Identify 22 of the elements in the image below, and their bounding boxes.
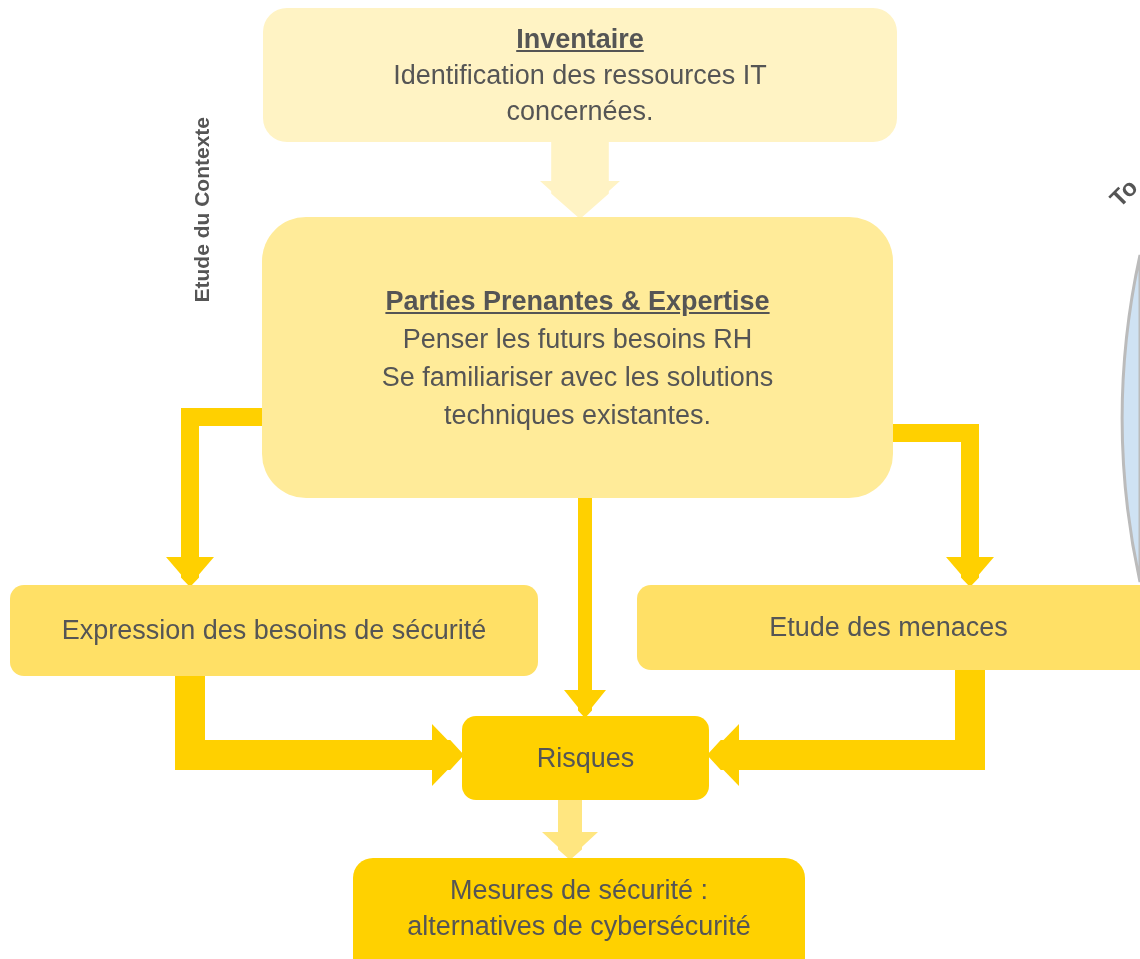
- process-card: [263, 8, 897, 142]
- process-box: [637, 585, 1140, 670]
- process-box: [462, 716, 709, 800]
- process-box: [10, 585, 538, 676]
- arrow: [542, 800, 598, 858]
- curved-label: To: [1103, 172, 1140, 214]
- arrow: [166, 408, 262, 585]
- description: Penser les futurs besoins RH: [402, 322, 753, 356]
- arrow: [893, 424, 994, 585]
- description: Risques: [536, 741, 635, 775]
- process-box: [353, 858, 805, 959]
- heading: Parties Prenantes & Expertise: [385, 284, 770, 318]
- description: Expression des besoins de sécurité: [61, 614, 487, 648]
- arrow: [564, 498, 606, 716]
- description: Se familiariser avec les solutions techniques existantes.: [380, 360, 775, 432]
- side-label: Etude du Contexte: [188, 116, 214, 305]
- description: Etude des menaces: [769, 611, 1008, 645]
- process-card: [262, 217, 893, 498]
- description: Mesures de sécurité : alternatives de cybersécurité: [406, 874, 752, 943]
- heading: Inventaire: [516, 23, 644, 56]
- arrow: [540, 142, 620, 217]
- description: Identification des ressources IT concernées.: [392, 59, 768, 128]
